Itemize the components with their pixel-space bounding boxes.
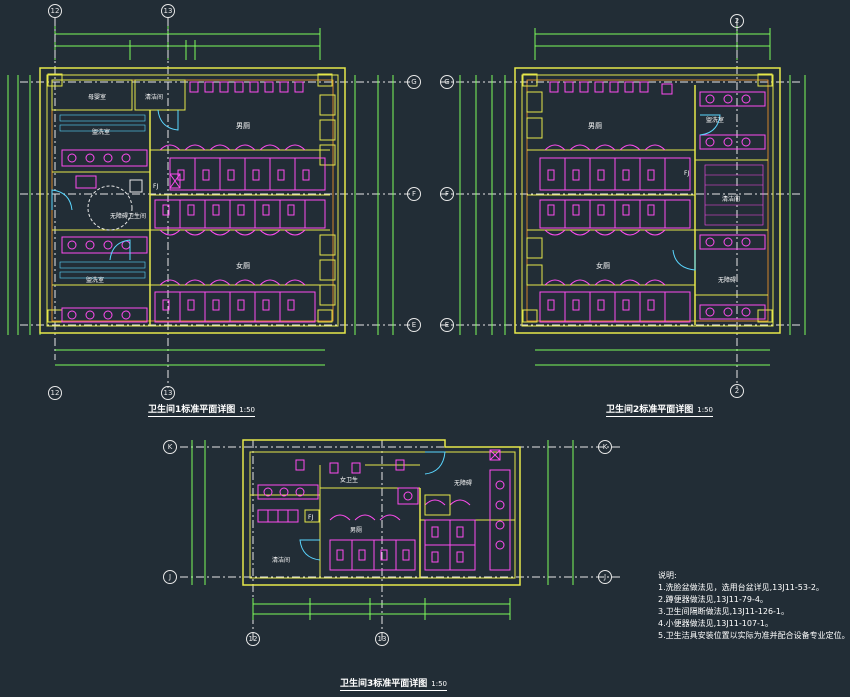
plan1-room-clean: 清洁间 [145,93,163,101]
plan1-room-wash: 盥洗室 [92,128,110,136]
grid-bubble-2-bottom: 2 [730,384,744,398]
grid-bubble-g2: G [440,75,454,89]
note-item: 3.卫生间隔断做法见,13J11-126-1。 [658,607,790,616]
plan2-room-wash: 盥洗室 [706,116,724,124]
grid-bubble-13-bottom: 13 [161,386,175,400]
grid-bubble-12-plan3: 12 [246,632,260,646]
grid-bubble-j-left: J [163,570,177,584]
plan1-room-wash2: 盥洗室 [86,276,104,284]
plan1-room-women: 女厕 [236,261,250,270]
plan1-room-mother: 母婴室 [88,93,106,101]
plan1 [7,18,410,388]
note-item: 4.小便器做法见,13J11-107-1。 [658,619,774,628]
grid-bubble-f: F [407,187,421,201]
plan2-room-men: 男厕 [588,122,602,130]
grid-bubble-2-top: 2 [730,14,744,28]
plan3 [180,439,620,640]
grid-bubble-j-right: J [598,570,612,584]
plan2-room-women: 女厕 [596,261,610,270]
plan2-fj-label: FJ [684,170,689,177]
plan3-room-accessible: 无障碍 [454,479,472,487]
grid-bubble-12-bottom: 12 [48,386,62,400]
grid-bubble-12-top: 12 [48,4,62,18]
grid-bubble-e2: E [440,318,454,332]
grid-bubble-k-right: K [598,440,612,454]
note-item: 1.洗脸盆做法见，选用台盆详见,13J11-53-2。 [658,583,824,592]
plan1-room-men: 男厕 [236,122,250,130]
grid-bubble-e: E [407,318,421,332]
plan3-fj-label: FJ [308,514,313,521]
notes-heading: 说明: [658,571,677,580]
grid-bubble-g: G [407,75,421,89]
floor-plan-drawing: 母婴室 清洁间 盥洗室 男厕 女厕 无障碍卫生间 盥洗室 FJ [7,18,806,640]
plan3-room-men: 男厕 [350,527,362,534]
plan1-room-accessible: 无障碍卫生间 [110,212,146,220]
plan2-room-stair: 无障碍 [718,276,736,284]
plan3-room-clean: 清洁间 [272,556,290,564]
note-item: 2.蹲便器做法见,13J11-79-4。 [658,595,768,604]
grid-bubble-13-plan3: 13 [375,632,389,646]
note-item: 5.卫生洁具安装位置以实际为准并配合设备专业定位。 [658,631,850,640]
plan2 [440,18,806,388]
grid-bubble-k-left: K [163,440,177,454]
plan3-room-women: 女卫生 [340,476,358,484]
grid-bubble-13-top: 13 [161,4,175,18]
plan1-fj-label: FJ [153,183,158,190]
grid-bubble-f2: F [440,187,454,201]
plan2-room-clean: 清洁间 [722,195,740,203]
notes-block: 说明: 1.洗脸盆做法见，选用台盆详见,13J11-53-2。 2.蹲便器做法见… [658,570,850,642]
